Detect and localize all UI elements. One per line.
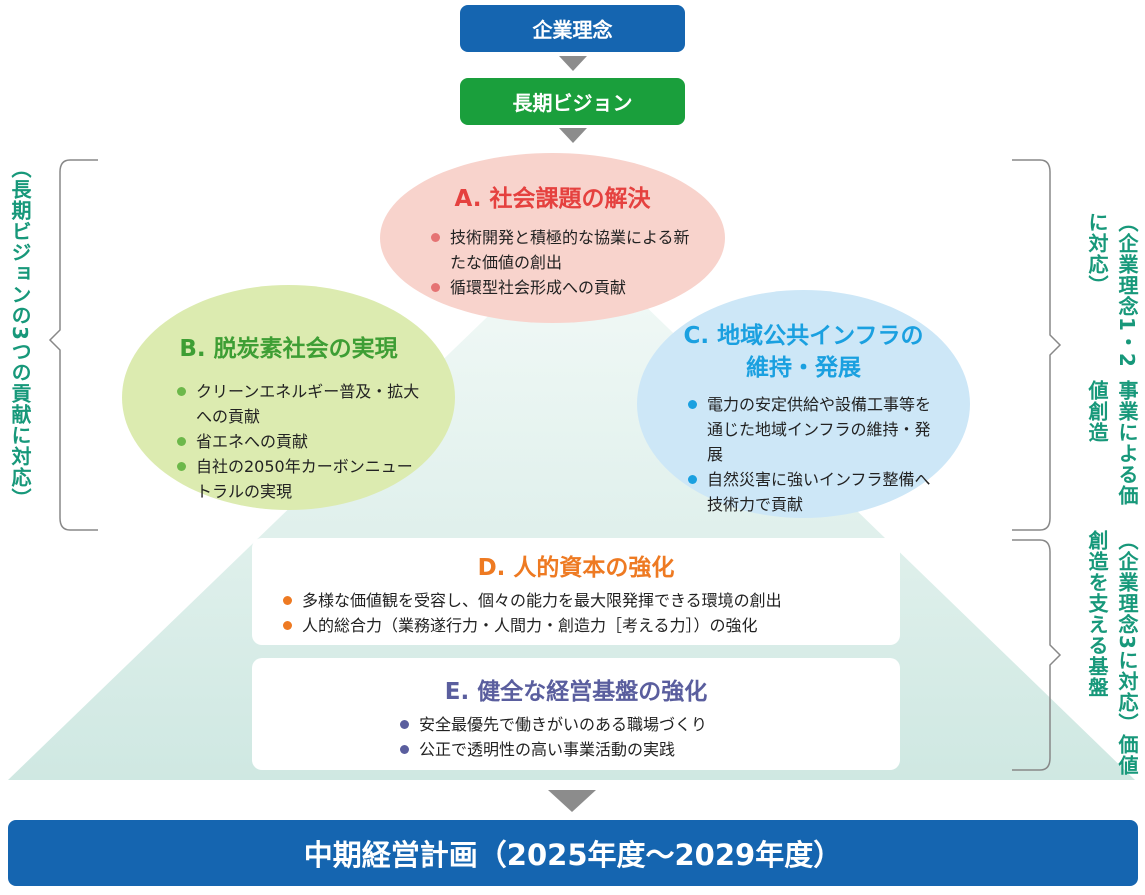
right-label-1-line2: 事業による価値創造 (1085, 379, 1139, 506)
arrow-down-icon (559, 128, 587, 143)
e-item: 公正で透明性の高い事業活動の実践 (397, 737, 900, 762)
c-title: C. 地域公共インフラの (683, 323, 924, 349)
panel-e: E. 健全な経営基盤の強化 安全最優先で働きがいのある職場づくり 公正で透明性の… (252, 658, 900, 770)
c-item: 電力の安定供給や設備工事等を通じた地域インフラの維持・発展 (685, 392, 945, 467)
circle-c: C. 地域公共インフラの維持・発展 電力の安定供給や設備工事等を通じた地域インフ… (637, 290, 970, 518)
vision-box: 長期ビジョン (460, 78, 685, 125)
b-item: クリーンエネルギー普及・拡大への貢献 (174, 379, 424, 429)
e-title: E. 健全な経営基盤の強化 (444, 679, 708, 705)
a-title: A. 社会課題の解決 (454, 186, 651, 212)
arrow-down-icon (548, 790, 596, 812)
a-item: 循環型社会形成への貢献 (428, 275, 698, 300)
c-title: 維持・発展 (746, 355, 861, 381)
vision-label: 長期ビジョン (512, 91, 633, 115)
circle-b: B. 脱炭素社会の実現 クリーンエネルギー普及・拡大への貢献 省エネへの貢献 自… (122, 285, 455, 510)
philosophy-box: 企業理念 (460, 5, 685, 52)
circle-a: A. 社会課題の解決 技術開発と積極的な協業による新たな価値の創出 循環型社会形… (380, 153, 725, 323)
philosophy-label: 企業理念 (532, 18, 613, 42)
right-label-2-line2: 価値創造を支える基盤 (1085, 530, 1139, 776)
left-brace (48, 159, 98, 531)
right-label-1: （企業理念1・2に対応） 事業による価値創造 (1082, 212, 1142, 512)
right-brace-top (1012, 159, 1062, 531)
left-label: （長期ビジョンの3つの貢献に対応） (8, 158, 32, 509)
right-label-2-line1: （企業理念3に対応） (1115, 530, 1139, 734)
right-brace-bottom (1012, 539, 1062, 771)
mid-term-plan-bar: 中期経営計画（2025年度～2029年度） (8, 820, 1138, 886)
arrow-down-icon (559, 56, 587, 71)
d-title: D. 人的資本の強化 (477, 555, 675, 581)
right-label-2: （企業理念3に対応）価値創造を支える基盤 (1082, 530, 1142, 790)
a-item: 技術開発と積極的な協業による新たな価値の創出 (428, 225, 698, 275)
mid-term-plan-label: 中期経営計画（2025年度～2029年度） (303, 838, 843, 872)
b-item: 省エネへの貢献 (174, 429, 424, 454)
e-item: 安全最優先で働きがいのある職場づくり (397, 712, 900, 737)
b-title: B. 脱炭素社会の実現 (179, 336, 398, 362)
b-item: 自社の2050年カーボンニュートラルの実現 (174, 454, 424, 504)
right-label-1-line1: （企業理念1・2に対応） (1085, 212, 1139, 368)
c-item: 自然災害に強いインフラ整備へ技術力で貢献 (685, 467, 945, 517)
d-item: 人的総合力（業務遂行力・人間力・創造力［考える力］）の強化 (280, 613, 900, 638)
d-item: 多様な価値観を受容し、個々の能力を最大限発揮できる環境の創出 (280, 588, 900, 613)
panel-d: D. 人的資本の強化 多様な価値観を受容し、個々の能力を最大限発揮できる環境の創… (252, 538, 900, 645)
